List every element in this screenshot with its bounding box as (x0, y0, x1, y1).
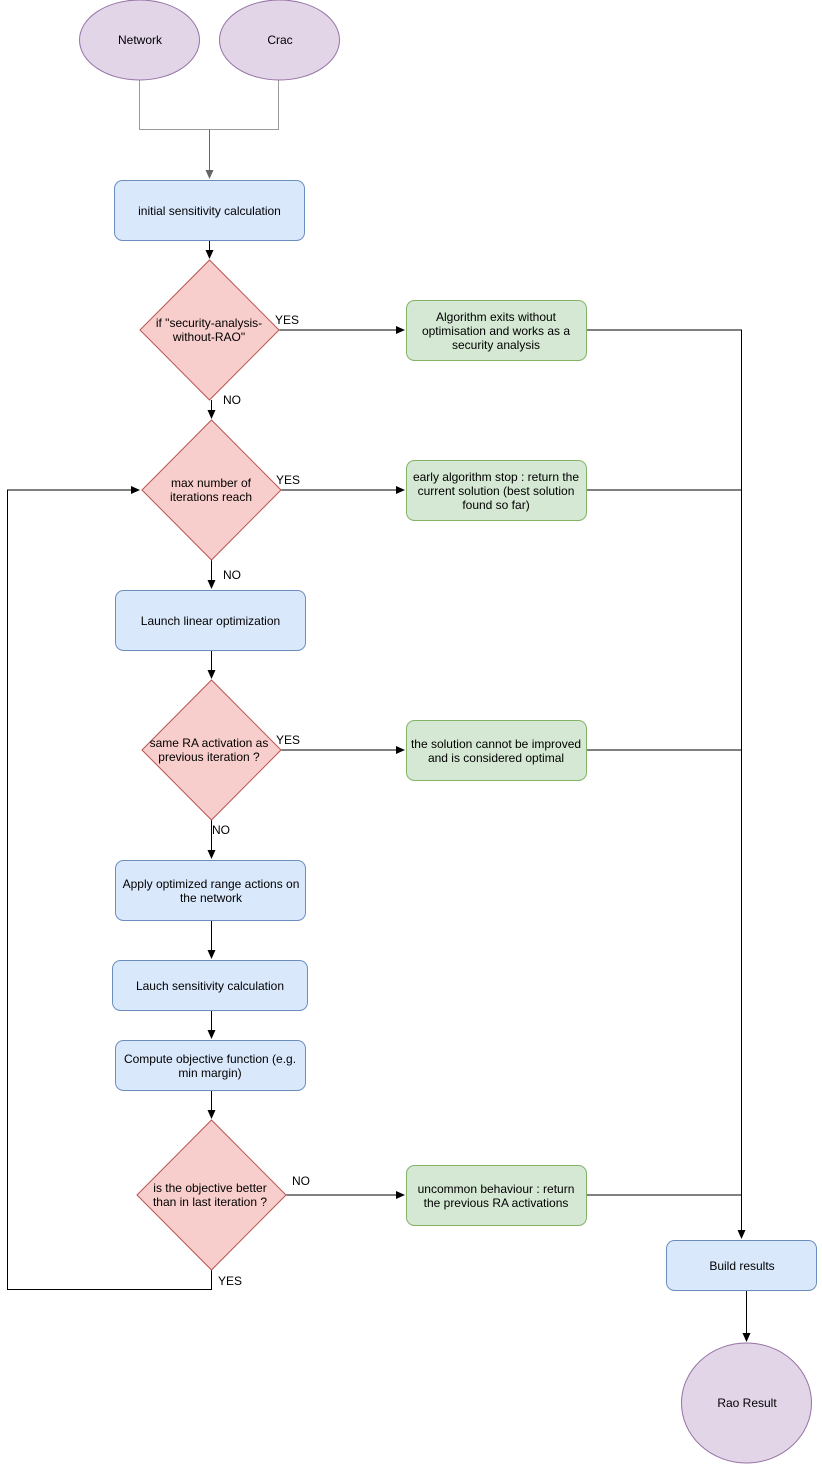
uncommon-behaviour-box (406, 1165, 587, 1226)
objective-yes-label: YES (218, 1274, 243, 1288)
maxiter-yes-label: YES (276, 473, 301, 487)
security-no-label: NO (223, 393, 241, 407)
cannot-improve-box (406, 720, 587, 781)
rao-result-ellipse (681, 1342, 812, 1464)
max-iterations-diamond (141, 419, 282, 561)
apply-range-actions-box (115, 860, 306, 921)
build-results-box (666, 1240, 817, 1291)
initial-sensitivity-box (114, 180, 305, 241)
objective-no-label: NO (292, 1174, 310, 1188)
same-ra-activation-diamond (141, 679, 282, 821)
edge-objective-yes-loop (7, 486, 212, 1290)
maxiter-no-label: NO (223, 568, 241, 582)
early-stop-box (406, 460, 587, 521)
security-yes-label: YES (275, 313, 300, 327)
edge-exits-collector (586, 329, 746, 1239)
crac-ellipse (219, 0, 340, 81)
edge-crac-to-merge (209, 80, 279, 130)
same-ra-yes-label: YES (276, 733, 301, 747)
same-ra-no-label: NO (212, 823, 230, 837)
objective-better-diamond (136, 1119, 287, 1271)
edge-network-to-merge (139, 80, 210, 130)
compute-objective-box (115, 1040, 306, 1091)
network-ellipse (79, 0, 200, 81)
security-analysis-exit-box (406, 300, 587, 361)
security-analysis-diamond (139, 259, 280, 401)
launch-linear-optimization-box (115, 590, 306, 651)
lauch-sensitivity-box (112, 960, 308, 1011)
